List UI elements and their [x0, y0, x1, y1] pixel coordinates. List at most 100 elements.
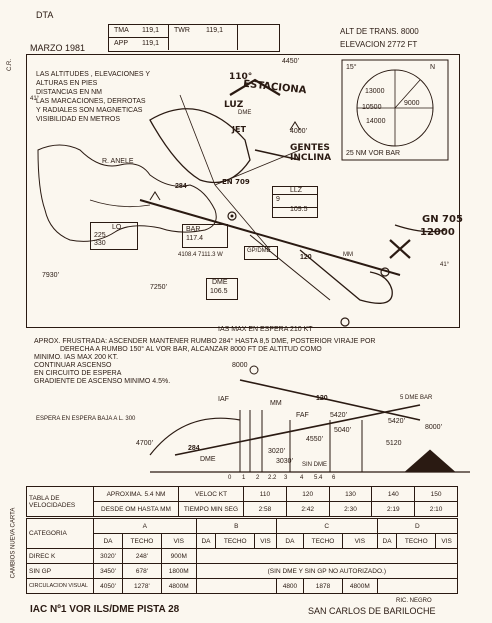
speed-cell: 150: [414, 486, 458, 502]
chart-notes: LAS ALTITUDES , ELEVACIONES Y ALTURAS EN…: [36, 70, 150, 124]
profile-label: 4700': [136, 440, 153, 447]
minima-cell: 678': [121, 563, 162, 579]
handwritten-gn: GN 705: [422, 214, 463, 225]
scale-tick: 4: [300, 475, 304, 481]
sub-vis: VIS: [160, 533, 197, 549]
minima-table: CATEGORIA A B C D DA TECHO VIS DA TECHO …: [26, 518, 459, 594]
profile-label: 3030': [276, 458, 293, 465]
dme-box: [206, 278, 238, 300]
msa-label: 9000: [404, 100, 420, 107]
handwritten-luz: LUZ: [224, 100, 244, 110]
scale-tick: 2.2: [268, 475, 277, 481]
chart-date: MARZO 1981: [30, 43, 86, 53]
dme-box-id: DME: [212, 279, 228, 286]
terrain-profile: [404, 449, 456, 473]
time-cell: 2:42: [285, 501, 330, 517]
time-cell: 2:58: [243, 501, 287, 517]
missed-line: CONTINUAR ASCENSO: [34, 362, 112, 369]
app-label: APP: [114, 40, 129, 47]
alt-label: 4450': [282, 58, 299, 65]
tiempo-label: TIEMPO MIN SEG: [178, 501, 244, 517]
profile-label: 8000: [232, 362, 248, 369]
minima-cell: 4050': [93, 578, 123, 594]
profile-dme-bar: 5 DME BAR: [400, 395, 433, 401]
cat-a: A: [93, 518, 197, 534]
speed-table: TABLA DE VELOCIDADES APROXIMA. 5.4 NM VE…: [26, 486, 458, 517]
msa-label: 14000: [366, 118, 386, 125]
profile-label: SIN DME: [302, 462, 328, 468]
row-label: CIRCULACION VISUAL: [26, 578, 94, 594]
speed-cell: 120: [285, 486, 330, 502]
holding-pattern: [149, 108, 251, 184]
elev-label: 7930': [42, 272, 59, 279]
aerodrome-elevation: ELEVACION 2772 FT: [340, 40, 418, 49]
plan-view-map: [37, 59, 449, 327]
lat-label: 41°: [440, 262, 450, 268]
ndb-lo-val: 225: [94, 232, 106, 239]
chart-city: SAN CARLOS DE BARILOCHE: [308, 606, 436, 616]
sub-vis: VIS: [435, 533, 458, 549]
sub-techo: TECHO: [303, 533, 343, 549]
speed-cell: 130: [328, 486, 373, 502]
scale-tick: 6: [332, 475, 336, 481]
sub-da: DA: [275, 533, 305, 549]
app-freq: 119,1: [142, 40, 159, 47]
llz-id: LLZ: [290, 187, 303, 194]
vor-bar-symbol: [227, 211, 237, 221]
sub-da: DA: [93, 533, 123, 549]
msa-north: N: [430, 64, 436, 71]
profile-label: IAF: [218, 396, 229, 403]
elev-label: 7250': [150, 284, 167, 291]
time-cell: 2:19: [371, 501, 416, 517]
handwritten-arrow: [229, 78, 281, 96]
region-label: R. ANELE: [102, 158, 134, 165]
profile-label: 5120: [386, 440, 402, 447]
note-line: ALTURAS EN PIES: [36, 80, 98, 87]
mm-label: MM: [343, 252, 353, 258]
profile-label: 8000': [425, 424, 442, 431]
ndb-lo-val: 330: [94, 240, 106, 247]
frequency-box: [108, 24, 280, 52]
minima-cell: 1800M: [160, 563, 197, 579]
scale-tick: 0: [228, 475, 232, 481]
missed-line: DERECHA A RUMBO 150° AL VOR BAR, ALCANZA…: [60, 346, 322, 353]
msa-frame: [341, 59, 449, 161]
sub-da: DA: [195, 533, 217, 549]
row-label: SIN GP: [26, 563, 94, 579]
minima-cell: 1278': [121, 578, 162, 594]
missed-line: GRADIENTE DE ASCENSO MINIMO 4.5%.: [34, 378, 171, 385]
org-label: DTA: [36, 10, 54, 20]
procedure-turn: [299, 249, 393, 304]
msa-caption: 25 NM VOR BAR: [346, 150, 401, 157]
footer-small: RIC. NEGRO: [396, 598, 432, 604]
sub-techo: TECHO: [121, 533, 162, 549]
profile-label: FAF: [296, 412, 309, 419]
profile-label: 4550': [306, 436, 323, 443]
cat-d: D: [376, 518, 459, 534]
sub-techo: TECHO: [215, 533, 256, 549]
gp-dme-label: GP/DME: [247, 248, 271, 254]
twr-label: TWR: [174, 27, 190, 34]
minima-cell: 4800M: [160, 578, 197, 594]
ias-max-label: IAS MAX EN ESPERA 210 KT: [218, 326, 313, 333]
cat-c: C: [275, 518, 378, 534]
changes-side-label: CAMBIOS NUEVA CARTA: [10, 507, 17, 579]
minima-cell: 3020': [93, 548, 123, 564]
br-val: 109.5: [290, 206, 308, 213]
minima-cell: 4800: [275, 578, 305, 594]
sub-vis: VIS: [254, 533, 277, 549]
tma-label: TMA: [114, 27, 129, 34]
handwritten-gentes: GENTES INCLINA: [290, 143, 332, 163]
scale-tick: 1: [242, 475, 246, 481]
speed-table-title: TABLA DE VELOCIDADES: [26, 486, 94, 517]
lat-label: 41°: [30, 96, 40, 102]
dme-label: DME: [238, 110, 252, 116]
profile-label: 5420': [388, 418, 405, 425]
handwritten-cross: [389, 239, 411, 259]
plan-view-frame: [26, 54, 460, 328]
twr-freq: 119,1: [206, 27, 223, 34]
categoria-label: CATEGORIA: [26, 518, 94, 549]
profile-label: DME: [200, 456, 216, 463]
transition-altitude: ALT DE TRANS. 8000: [340, 27, 419, 36]
alt-label: 4000': [290, 128, 307, 135]
